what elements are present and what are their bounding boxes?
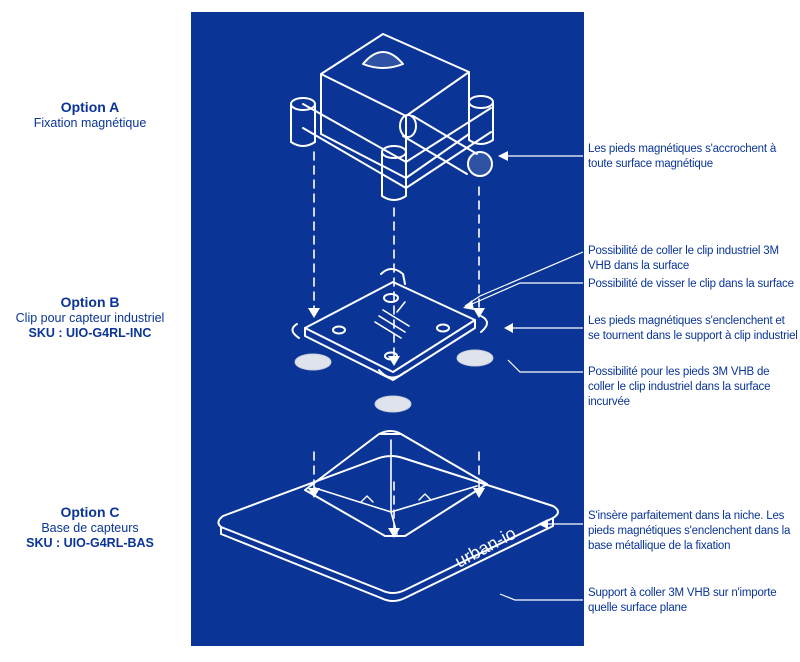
option-b-title: Option B — [60, 294, 120, 310]
option-c-title: Option C — [60, 504, 120, 520]
magnetic-mount — [290, 33, 494, 201]
option-b-label: Option B Clip pour capteur industriel SK… — [0, 293, 180, 341]
note-magnetic-feet: Les pieds magnétiques s'accrochent à tou… — [588, 143, 777, 170]
note-screw-clip: Possibilité de visser le clip dans la su… — [588, 278, 794, 290]
note-fits-niche: S'insère parfaitement dans la niche. Les… — [588, 510, 791, 552]
sensor-base — [217, 430, 559, 602]
note-stick-clip: Possibilité de coller le clip industriel… — [588, 245, 779, 272]
option-c-label: Option C Base de capteurs SKU : UIO-G4RL… — [0, 503, 180, 551]
option-b-sku: SKU : UIO-G4RL-INC — [28, 326, 152, 340]
option-a-subtitle: Fixation magnétique — [33, 116, 147, 130]
industrial-clip — [291, 268, 488, 381]
note-curved-surface: Possibilité pour les pieds 3M VHB de col… — [588, 366, 771, 408]
option-a-label: Option A Fixation magnétique — [0, 98, 180, 130]
option-a-title: Option A — [60, 99, 120, 115]
option-c-subtitle: Base de capteurs — [41, 521, 139, 535]
exploded-view-illustration: urban-io — [217, 33, 559, 602]
option-c-sku: SKU : UIO-G4RL-BAS — [26, 536, 154, 550]
note-feet-snap-in: Les pieds magnétiques s'enclenchent et s… — [588, 315, 798, 342]
option-b-subtitle: Clip pour capteur industriel — [15, 311, 165, 325]
note-flat-surface: Support à coller 3M VHB sur n'importe qu… — [588, 587, 777, 614]
